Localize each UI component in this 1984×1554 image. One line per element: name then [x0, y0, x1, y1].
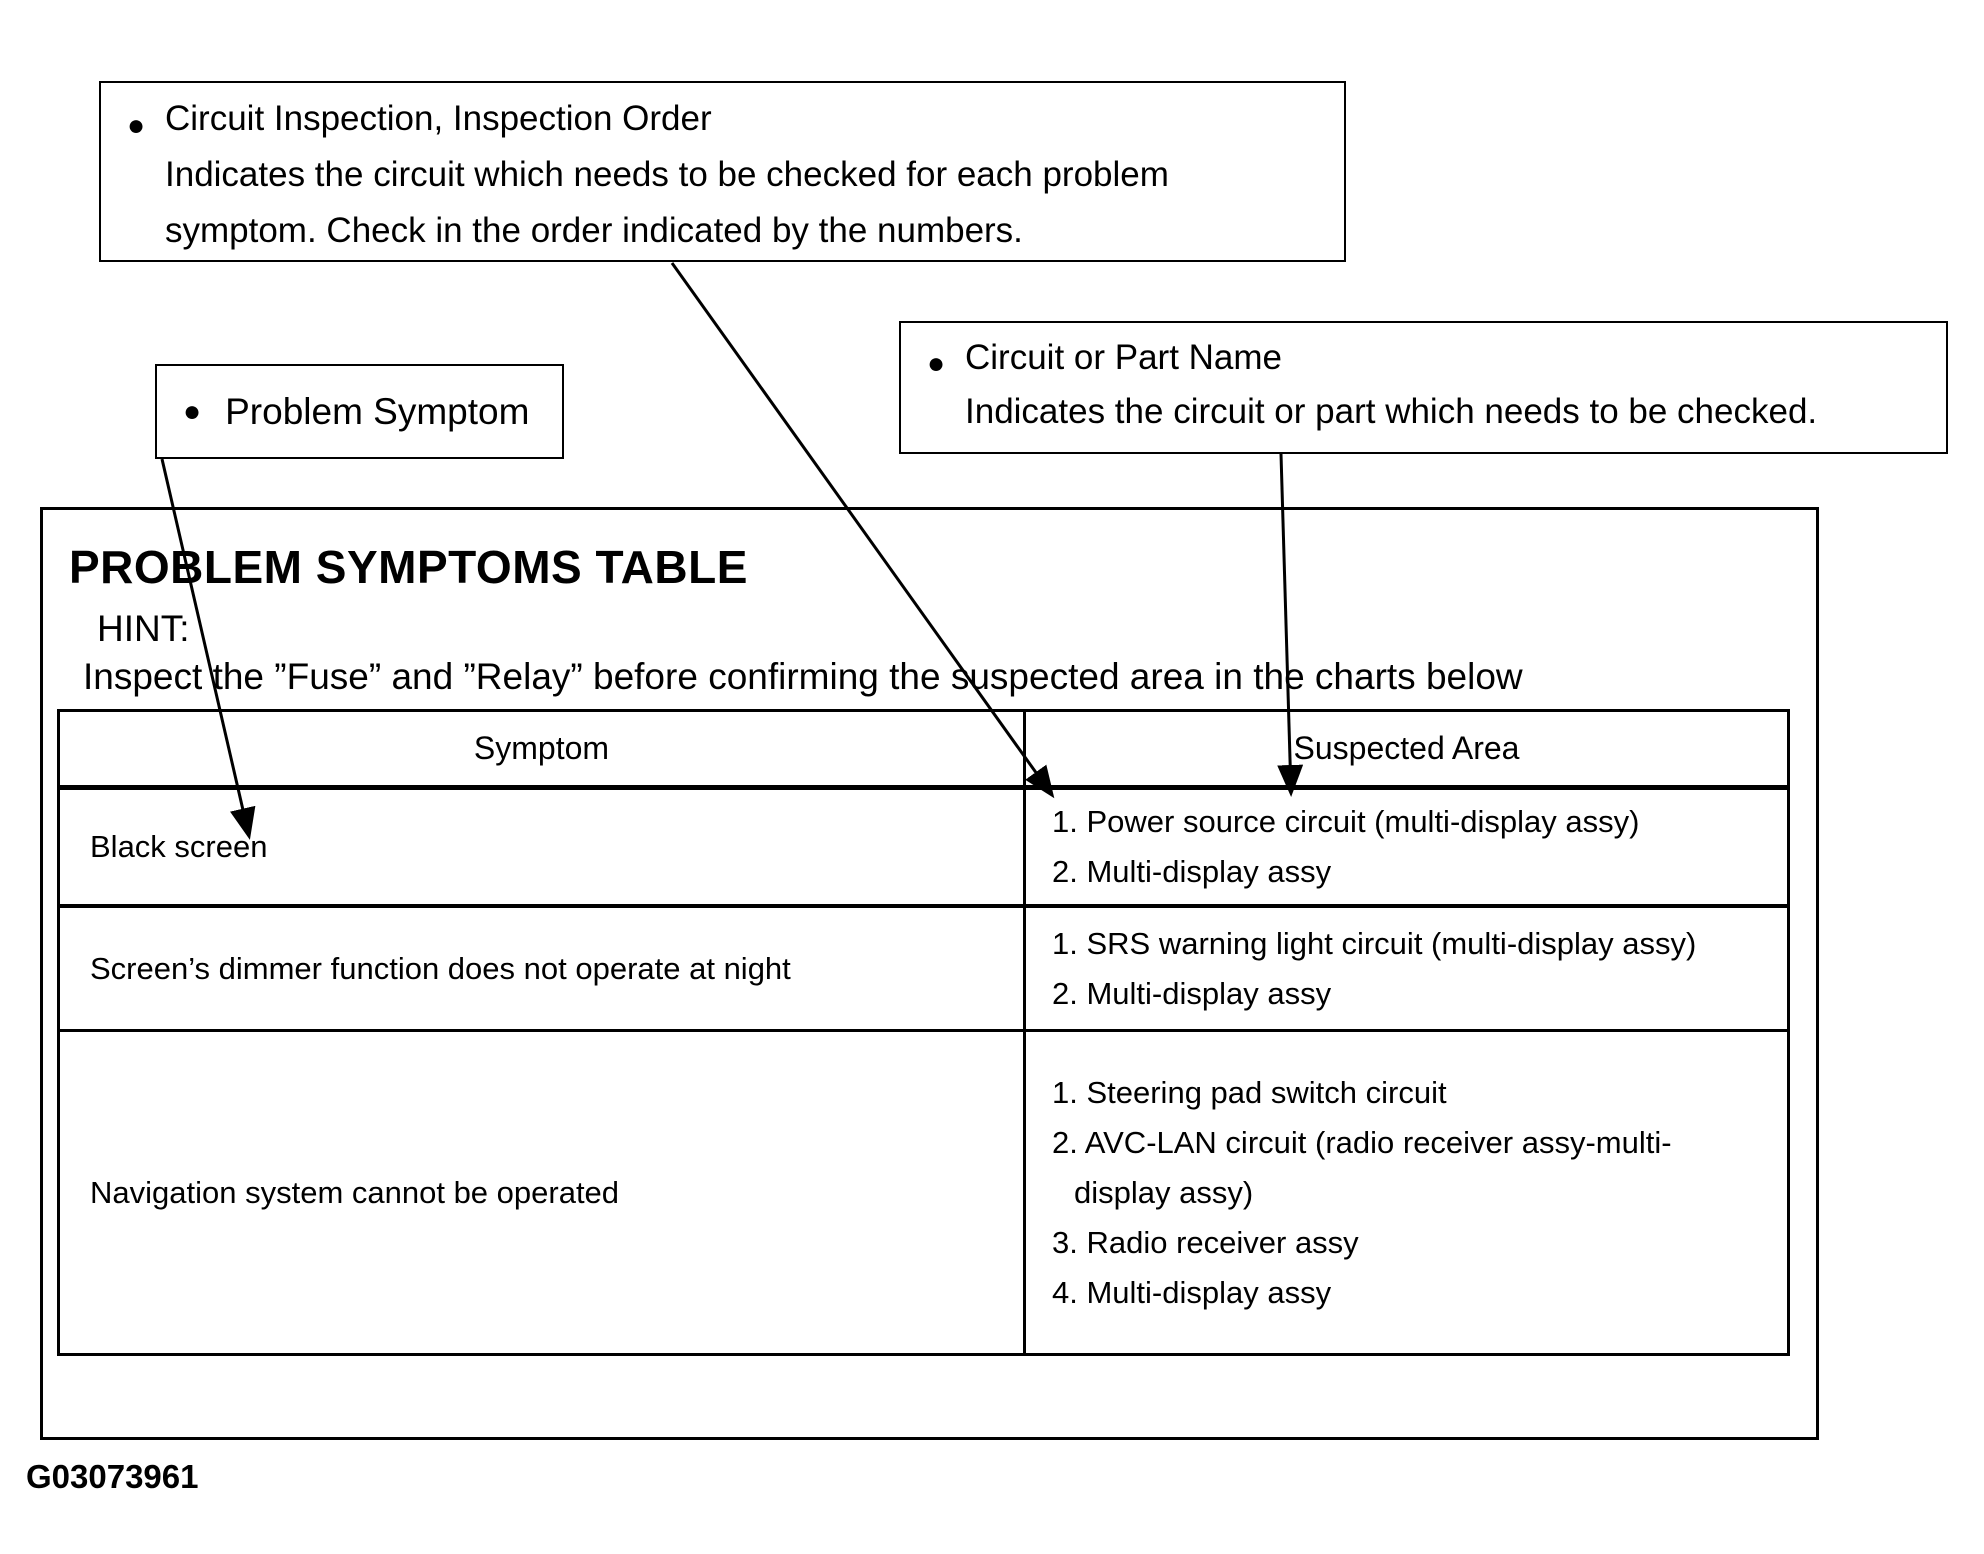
- callout-circuit-inspection-line2: Indicates the circuit which needs to be …: [165, 155, 1169, 194]
- problem-symptoms-table: Symptom Suspected Area Black screen 1. P…: [57, 709, 1790, 1356]
- suspected-area-line: 1. Power source circuit (multi-display a…: [1052, 804, 1640, 839]
- figure-id: G03073961: [26, 1458, 199, 1495]
- callout-problem-symptom: ● Problem Symptom: [155, 364, 564, 459]
- suspected-area-line: 2. Multi-display assy: [1052, 854, 1332, 889]
- suspected-area-line: 1. Steering pad switch circuit: [1052, 1074, 1447, 1110]
- callout-circuit-or-part-line2: Indicates the circuit or part which need…: [965, 392, 1818, 431]
- bullet-icon: ●: [927, 347, 946, 380]
- suspected-area-line: display assy): [1074, 1174, 1254, 1210]
- symptom-cell: Screen’s dimmer function does not operat…: [90, 950, 791, 986]
- callout-problem-symptom-label: Problem Symptom: [225, 390, 530, 432]
- callout-circuit-or-part-name: ● Circuit or Part Name Indicates the cir…: [899, 321, 1948, 454]
- table-row: Black screen 1. Power source circuit (mu…: [60, 790, 1787, 908]
- suspected-area-line: 1. SRS warning light circuit (multi-disp…: [1052, 925, 1697, 961]
- suspected-area-line: 4. Multi-display assy: [1052, 1274, 1332, 1310]
- table-header-row: Symptom Suspected Area: [60, 712, 1787, 790]
- hint-label: HINT:: [97, 608, 190, 649]
- callout-circuit-inspection: ● Circuit Inspection, Inspection Order I…: [99, 81, 1346, 262]
- header-suspected-area: Suspected Area: [1023, 712, 1787, 785]
- symptom-cell: Black screen: [90, 829, 268, 864]
- symptom-cell: Navigation system cannot be operated: [90, 1174, 620, 1210]
- suspected-area-line: 2. Multi-display assy: [1052, 975, 1332, 1011]
- hint-text: Inspect the ”Fuse” and ”Relay” before co…: [83, 656, 1523, 697]
- header-symptom: Symptom: [473, 730, 610, 766]
- callout-circuit-or-part-title: Circuit or Part Name: [965, 338, 1283, 377]
- callout-circuit-inspection-line3: symptom. Check in the order indicated by…: [165, 211, 1023, 250]
- bullet-icon: ●: [183, 394, 202, 428]
- table-row: Screen’s dimmer function does not operat…: [60, 908, 1787, 1032]
- suspected-area-line: 3. Radio receiver assy: [1052, 1224, 1359, 1260]
- suspected-area-cell: 1. Steering pad switch circuit 2. AVC-LAN…: [1023, 1032, 1787, 1353]
- bullet-icon: ●: [127, 109, 146, 142]
- suspected-area-cell: 1. Power source circuit (multi-display a…: [1023, 790, 1787, 904]
- problem-symptoms-section: PROBLEM SYMPTOMS TABLE HINT: Inspect the…: [40, 507, 1819, 1440]
- callout-circuit-inspection-title: Circuit Inspection, Inspection Order: [165, 99, 712, 138]
- suspected-area-cell: 1. SRS warning light circuit (multi-disp…: [1023, 908, 1787, 1029]
- section-title: PROBLEM SYMPTOMS TABLE: [69, 541, 748, 593]
- table-row: Navigation system cannot be operated 1. …: [60, 1032, 1787, 1353]
- suspected-area-line: 2. AVC-LAN circuit (radio receiver assy-…: [1052, 1124, 1672, 1160]
